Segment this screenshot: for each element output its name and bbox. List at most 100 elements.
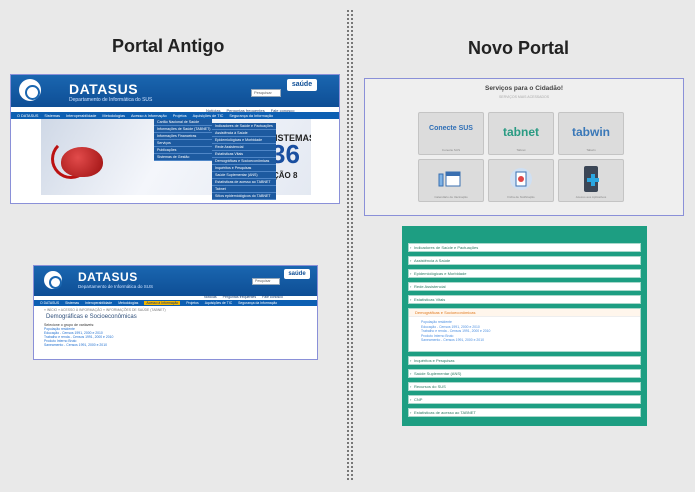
nav-acesso-informacao[interactable]: Acesso à Informação	[131, 113, 167, 118]
nav-aquisicoes[interactable]: Aquisições de TIC	[204, 301, 233, 305]
menu1-item[interactable]: Cartão Nacional de Saúde	[154, 119, 212, 126]
menu2-item[interactable]: Inquéritos e Pesquisas	[212, 165, 276, 172]
nav-seguranca[interactable]: Segurança da Informação	[238, 301, 278, 305]
new-portal-services-card: Serviços para o Cidadão! SERVIÇOS MAIS A…	[364, 78, 684, 216]
datasus-subtitle: Departamento de Informática do SUS	[69, 97, 153, 103]
menu2-item[interactable]: Saúde Suplementar (ANS)	[212, 172, 276, 179]
nav-o-datasus[interactable]: O DATASUS	[17, 113, 39, 118]
nav-interoperabilidade[interactable]: Interoperabilidade	[85, 301, 113, 305]
vaccine-calendar-icon	[419, 168, 483, 193]
nav-metodologias[interactable]: Metodologias	[118, 301, 139, 305]
old-portal-home-screenshot: DATASUS Departamento de Informática do S…	[10, 74, 340, 204]
main-nav: O DATASUS Sistemas Interoperabilidade Me…	[11, 112, 339, 119]
top-link-contato[interactable]: Fale conosco	[270, 108, 295, 113]
variable-link[interactable]: Trabalho e renda - Censos 1991, 2000 e 2…	[44, 335, 114, 339]
heading-old-portal: Portal Antigo	[112, 36, 225, 56]
phone-cord	[51, 139, 91, 179]
accordion-item[interactable]: Saúde Suplementar (ANS)	[408, 369, 641, 378]
tabwin-logo-icon: tabwin	[572, 125, 610, 139]
notification-form-icon	[489, 166, 553, 195]
dropdown-menu-level2: Indicadores de Saúde e Pactuações Assist…	[212, 123, 276, 200]
hero-line2: ÇÃO 8	[273, 171, 298, 180]
menu2-item[interactable]: Epidemiológicas e Morbidade	[212, 137, 276, 144]
menu1-item[interactable]: Serviços	[154, 140, 212, 147]
menu2-item[interactable]: Sítios epidemiológicos do TABNET	[212, 193, 276, 200]
tile-ficha-notificacao[interactable]: Ficha de Notificação	[488, 159, 554, 202]
accordion-item-expanded: Demográficas e Socioeconômicas População…	[408, 308, 641, 352]
menu2-item[interactable]: Estatísticas de acesso ao TABNET	[212, 179, 276, 186]
accordion-expanded-title[interactable]: Demográficas e Socioeconômicas	[409, 309, 640, 317]
nav-seguranca[interactable]: Segurança da Informação	[229, 113, 274, 118]
accordion-sub-link[interactable]: Saneamento - Censos 1991, 2000 e 2010	[421, 338, 484, 343]
variable-link[interactable]: Saneamento - Censos 1991, 2000 e 2010	[44, 343, 107, 347]
variable-link[interactable]: Educação - Censos 1991, 2000 e 2010	[44, 331, 103, 335]
mobile-app-icon	[559, 164, 623, 197]
tile-conecte-sus[interactable]: Conecte SUS Conecte SUS	[418, 112, 484, 155]
tile-caption: Ficha de Notificação	[507, 195, 535, 199]
nav-acesso-informacao[interactable]: Acesso à Informação	[144, 301, 181, 305]
accordion-item[interactable]: CNP	[408, 395, 641, 404]
tile-aplicativos[interactable]: Acesso aos Aplicativos	[558, 159, 624, 202]
accordion-item[interactable]: Assistência à Saúde	[408, 256, 641, 265]
nav-interoperabilidade[interactable]: Interoperabilidade	[66, 113, 97, 118]
accordion-sub-link[interactable]: Produto Interno Bruto	[421, 333, 454, 338]
card-title: Serviços para o Cidadão!	[484, 85, 564, 92]
accordion-item[interactable]: Recursos do SUS	[408, 382, 641, 391]
datasus-title: DATASUS	[69, 81, 139, 97]
menu2-item[interactable]: Assistência à Saúde	[212, 130, 276, 137]
top-link-noticias[interactable]: Notícias	[204, 295, 217, 299]
menu2-item[interactable]: Estatísticas Vitais	[212, 151, 276, 158]
nav-sistemas[interactable]: Sistemas	[44, 113, 61, 118]
variable-link[interactable]: População residente	[44, 327, 75, 331]
accordion-item[interactable]: Epidemiológicas e Morbidade	[408, 269, 641, 278]
accordion-item[interactable]: Indicadores de Saúde e Pactuações	[408, 243, 641, 252]
variable-link[interactable]: Produto Interno Bruto	[44, 339, 77, 343]
datasus-title: DATASUS	[78, 270, 138, 284]
tile-vacinacao[interactable]: Calendário de Vacinação	[418, 159, 484, 202]
intro-text: Selecione o grupo de variáveis:	[44, 323, 95, 327]
menu1-item[interactable]: Informações de Saúde (TABNET)	[154, 126, 212, 133]
datasus-logo-icon	[44, 271, 62, 289]
vertical-divider	[347, 10, 353, 480]
old-portal-demograficas-screenshot: DATASUS Departamento de Informática do S…	[33, 265, 318, 360]
menu1-item[interactable]: Publicações	[154, 147, 212, 154]
tile-caption: Tabnet	[516, 148, 526, 152]
accordion-item[interactable]: Rede Assistencial	[408, 282, 641, 291]
phone-icon	[61, 147, 103, 177]
card-subtitle: SERVIÇOS MAIS ACESSADOS	[498, 95, 550, 99]
search-input[interactable]: Pesquisar	[251, 89, 281, 97]
accordion-sub-link[interactable]: Educação - Censos 1991, 2000 e 2010	[421, 324, 480, 329]
menu1-item[interactable]: Sistemas de Gestão	[154, 154, 212, 161]
accordion-item[interactable]: Inquéritos e Pesquisas	[408, 356, 641, 365]
accordion-item[interactable]: Estatísticas Vitais	[408, 295, 641, 304]
nav-metodologias[interactable]: Metodologias	[102, 113, 126, 118]
top-link-contato[interactable]: Fale conosco	[262, 295, 283, 299]
accordion-sub-link[interactable]: População residente	[421, 320, 452, 324]
top-link-faq[interactable]: Perguntas frequentes	[226, 108, 265, 113]
top-link-noticias[interactable]: Notícias	[206, 108, 221, 113]
nav-aquisicoes[interactable]: Aquisições de TIC	[192, 113, 224, 118]
tile-tabnet[interactable]: tabnet Tabnet	[488, 112, 554, 155]
tile-tabwin[interactable]: tabwin Tabwin	[558, 112, 624, 155]
menu1-item[interactable]: Informações Financeiras	[154, 133, 212, 140]
nav-sistemas[interactable]: Sistemas	[65, 301, 80, 305]
top-link-faq[interactable]: Perguntas frequentes	[222, 295, 257, 299]
search-input[interactable]: Pesquisar	[252, 278, 280, 285]
menu2-item[interactable]: Indicadores de Saúde e Pactuações	[212, 123, 276, 130]
hero-sistemas: SISTEMAS	[269, 133, 311, 143]
menu2-item[interactable]: Demográficas e Socioeconômicas	[212, 158, 276, 165]
page-title: Demográficas e Socioeconômicas	[46, 314, 137, 320]
accordion-item[interactable]: Estatísticas de acesso ao TABNET	[408, 408, 641, 417]
saude-logo: saúde	[287, 79, 317, 91]
nav-projetos[interactable]: Projetos	[186, 301, 199, 305]
nav-projetos[interactable]: Projetos	[172, 113, 187, 118]
accordion-sub-link[interactable]: Trabalho e renda - Censos 1991, 2000 e 2…	[421, 329, 491, 334]
tile-caption: Calendário de Vacinação	[434, 195, 468, 199]
top-links: Notícias Perguntas frequentes Fale conos…	[204, 295, 283, 299]
menu2-item[interactable]: Rede Assistencial	[212, 144, 276, 151]
top-links: Notícias Perguntas frequentes Fale conos…	[206, 108, 295, 113]
menu2-item[interactable]: Tabnet	[212, 186, 276, 193]
tile-caption: Conecte SUS	[441, 148, 461, 152]
datasus-subtitle: Departamento de Informática do SUS	[78, 284, 154, 289]
nav-o-datasus[interactable]: O DATASUS	[40, 301, 60, 305]
